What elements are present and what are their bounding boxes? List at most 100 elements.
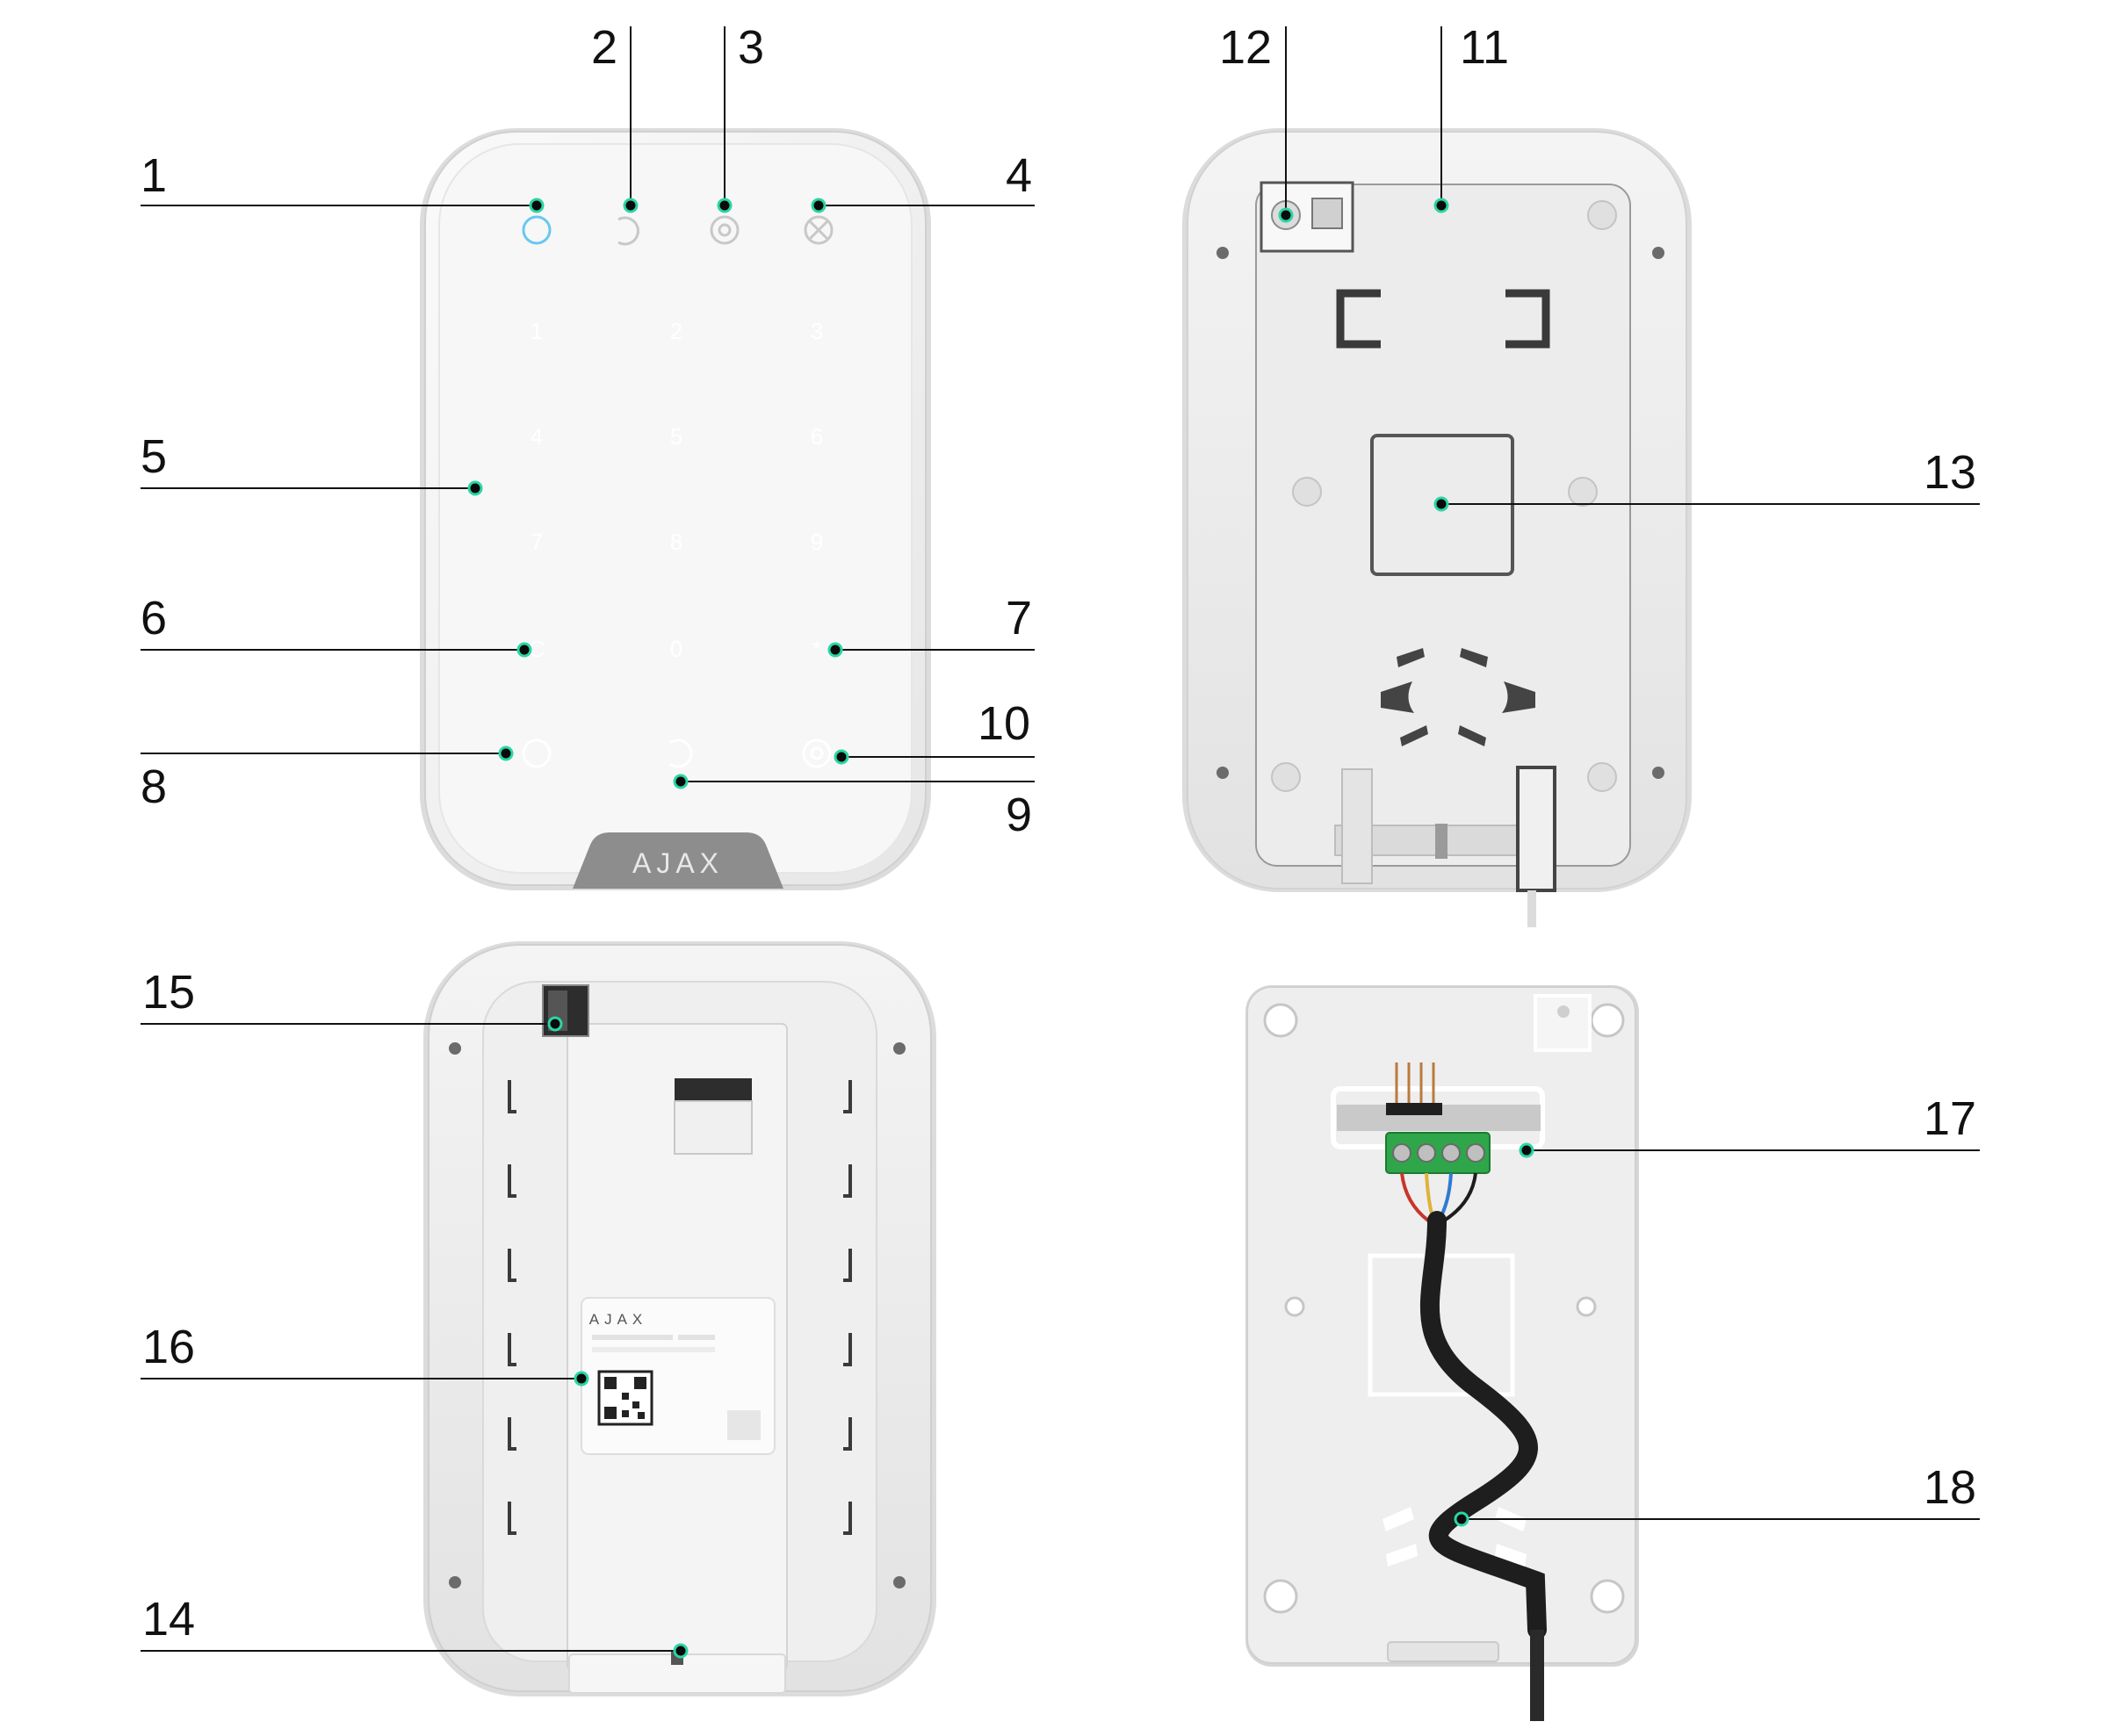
callout-8: 8: [141, 746, 514, 813]
callout-18: 18: [1454, 1461, 1980, 1527]
callout-7: 7: [827, 592, 1035, 658]
terminal-screws: [1392, 1143, 1485, 1163]
terminal-wires-up: [1395, 1062, 1435, 1105]
tamper-screw: [1311, 198, 1343, 229]
callout-marker-dot: [673, 1643, 689, 1659]
bracket-tamper-dot: [1557, 1005, 1570, 1018]
armed-icon: [522, 215, 552, 245]
callout-10: 10: [834, 697, 1035, 765]
callout-marker-dot: [834, 749, 849, 765]
callout-number: 1: [141, 149, 167, 202]
battery-ribs-left: [508, 1080, 516, 1535]
callout-marker-dot: [574, 1371, 589, 1387]
callout-6: 6: [141, 592, 532, 658]
callout-14: 14: [141, 1593, 689, 1659]
callout-marker-dot: [547, 1016, 563, 1032]
clamp-slot-left: [1336, 289, 1381, 349]
key-6: 6: [811, 423, 823, 450]
clamp-slot-right: [1505, 289, 1550, 349]
callout-17: 17: [1519, 1092, 1980, 1158]
callout-number: 2: [591, 21, 617, 74]
callout-marker-dot: [623, 198, 639, 213]
callout-number: 5: [141, 430, 167, 483]
callout-12: 12: [1219, 21, 1294, 223]
key-1: 1: [531, 318, 543, 344]
callout-number: 10: [978, 697, 1030, 750]
callout-9: 9: [673, 774, 1035, 841]
sticker-line-3: [592, 1347, 715, 1352]
mount-hole-icons: [1271, 200, 1617, 792]
back-screw-icons: [449, 1042, 906, 1588]
callout-marker-dot: [498, 746, 514, 761]
keypad-front: 1 2 3 4 5 6 7 8 9 C 0 * AJAX: [420, 128, 931, 890]
callout-number: 6: [141, 592, 167, 645]
cable-through-bracket: [1516, 766, 1556, 927]
callout-marker-dot: [1519, 1142, 1534, 1158]
night-mode-icon-outer: [710, 215, 740, 245]
bottom-holder-screw: [1435, 824, 1447, 859]
key-8: 8: [670, 529, 682, 555]
bracket-tamper-notch: [1534, 994, 1592, 1052]
bracket-corner-holes: [1263, 1003, 1625, 1614]
callout-marker-dot: [529, 198, 545, 213]
terminal-block: [1385, 1132, 1491, 1174]
logo-plate: [573, 832, 783, 889]
battery-connector: [675, 1078, 752, 1101]
battery-ribs-right: [843, 1080, 852, 1535]
bracket-body: [1246, 986, 1636, 1664]
terminal-jumper: [1386, 1103, 1442, 1115]
callout-number: 13: [1924, 446, 1976, 499]
callout-13: 13: [1433, 446, 1980, 512]
disarmed-icon: [617, 216, 639, 246]
callout-number: 16: [142, 1321, 195, 1373]
callout-5: 5: [141, 430, 483, 496]
callout-number: 11: [1460, 21, 1509, 74]
callout-marker-dot: [1433, 496, 1449, 512]
battery-connector-base: [674, 1100, 753, 1155]
key-7: 7: [531, 529, 543, 555]
key-9: 9: [811, 529, 823, 555]
callout-marker-dot: [673, 774, 689, 789]
malfunction-icon: [804, 215, 834, 245]
callout-number: 8: [141, 760, 167, 813]
key-5: 5: [670, 423, 682, 450]
night-key-icon-outer: [802, 738, 832, 768]
callout-number: 4: [1006, 149, 1032, 202]
key-star: *: [812, 636, 821, 662]
callout-2: 2: [591, 21, 639, 213]
sticker-line-1: [592, 1335, 673, 1340]
sticker-logo: AJAX: [589, 1311, 648, 1328]
callout-3: 3: [717, 21, 764, 213]
cable-left-stub: [1341, 768, 1373, 884]
callout-marker-dot: [717, 198, 733, 213]
keypad-rear-mounted: [1182, 128, 1692, 927]
callout-marker-dot: [467, 480, 483, 496]
qr-code-icon: [597, 1370, 653, 1426]
callout-marker-dot: [811, 198, 827, 213]
night-key-icon-inner: [810, 746, 824, 760]
key-0: 0: [670, 636, 682, 662]
bracket-lugs: [1382, 1507, 1527, 1567]
callout-marker-dot: [1433, 198, 1449, 213]
callout-1: 1: [141, 149, 545, 213]
callout-marker-dot: [516, 642, 532, 658]
callout-4: 4: [811, 149, 1035, 213]
bracket-bottom-clip: [1387, 1641, 1499, 1662]
callout-number: 12: [1219, 21, 1272, 74]
arm-key-icon: [522, 738, 552, 768]
callout-number: 9: [1006, 789, 1032, 841]
cable-channel-lugs: [1381, 648, 1535, 746]
callout-number: 14: [142, 1593, 195, 1646]
smartbracket-wired: [1245, 985, 1639, 1721]
disarm-key-icon: [669, 738, 693, 768]
key-2: 2: [670, 318, 682, 344]
callout-16: 16: [141, 1321, 589, 1387]
main-cable: [1420, 1211, 1547, 1639]
callout-number: 7: [1006, 592, 1032, 645]
screw-icons: [1216, 247, 1664, 779]
night-mode-icon-inner: [718, 223, 732, 237]
front-logo: AJAX: [632, 847, 724, 879]
